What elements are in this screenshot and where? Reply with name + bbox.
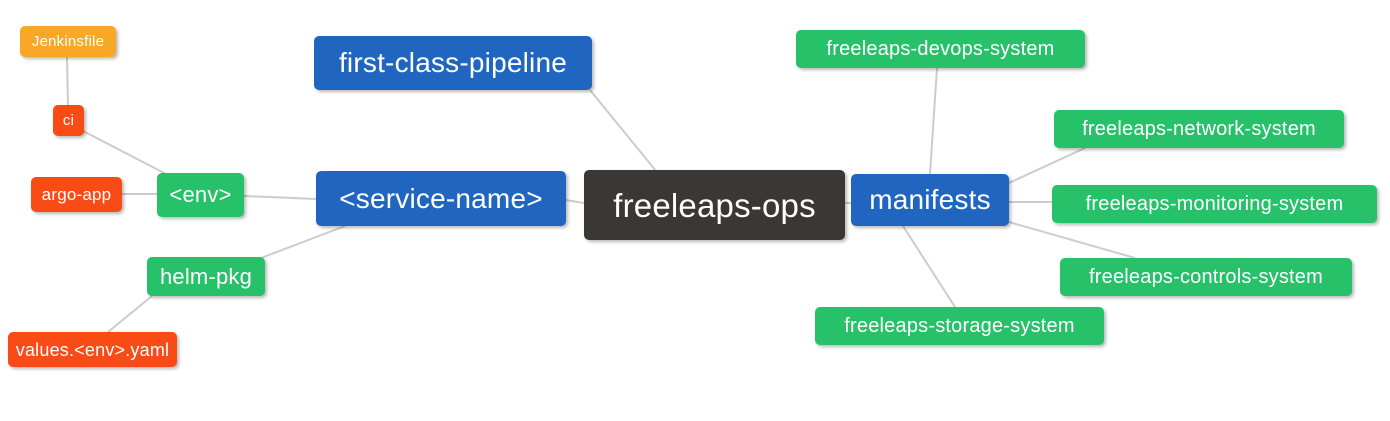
edge-jenkinsfile-to-ci [66, 56, 69, 106]
node-argo-app[interactable]: argo-app [31, 177, 122, 212]
node-freeleaps-ops[interactable]: freeleaps-ops [584, 170, 845, 240]
edge-helm-pkg-to-values-env-yaml [107, 295, 153, 333]
node-ci[interactable]: ci [53, 105, 84, 136]
node-values-env-yaml[interactable]: values.<env>.yaml [8, 332, 177, 367]
node-helm-pkg[interactable]: helm-pkg [147, 257, 265, 296]
edge-manifests-to-freeleaps-controls-system [1008, 221, 1136, 259]
node-env[interactable]: <env> [157, 173, 244, 217]
node-freeleaps-network-system[interactable]: freeleaps-network-system [1054, 110, 1344, 148]
edge-manifests-to-freeleaps-storage-system [902, 225, 956, 308]
node-freeleaps-monitoring-system[interactable]: freeleaps-monitoring-system [1052, 185, 1377, 223]
edge-first-class-pipeline-to-freeleaps-ops [589, 89, 657, 172]
edge-service-name-to-freeleaps-ops [565, 199, 585, 204]
node-manifests[interactable]: manifests [851, 174, 1009, 226]
node-freeleaps-controls-system[interactable]: freeleaps-controls-system [1060, 258, 1352, 296]
node-freeleaps-storage-system[interactable]: freeleaps-storage-system [815, 307, 1104, 345]
node-jenkinsfile[interactable]: Jenkinsfile [20, 26, 116, 57]
node-freeleaps-devops-system[interactable]: freeleaps-devops-system [796, 30, 1085, 68]
node-service-name[interactable]: <service-name> [316, 171, 566, 226]
edge-manifests-to-freeleaps-network-system [1008, 147, 1086, 184]
edge-env-to-service-name [243, 195, 317, 200]
edge-manifests-to-freeleaps-devops-system [929, 67, 938, 175]
edge-ci-to-env [82, 130, 167, 175]
edge-service-name-to-helm-pkg [260, 225, 346, 259]
node-first-class-pipeline[interactable]: first-class-pipeline [314, 36, 592, 90]
